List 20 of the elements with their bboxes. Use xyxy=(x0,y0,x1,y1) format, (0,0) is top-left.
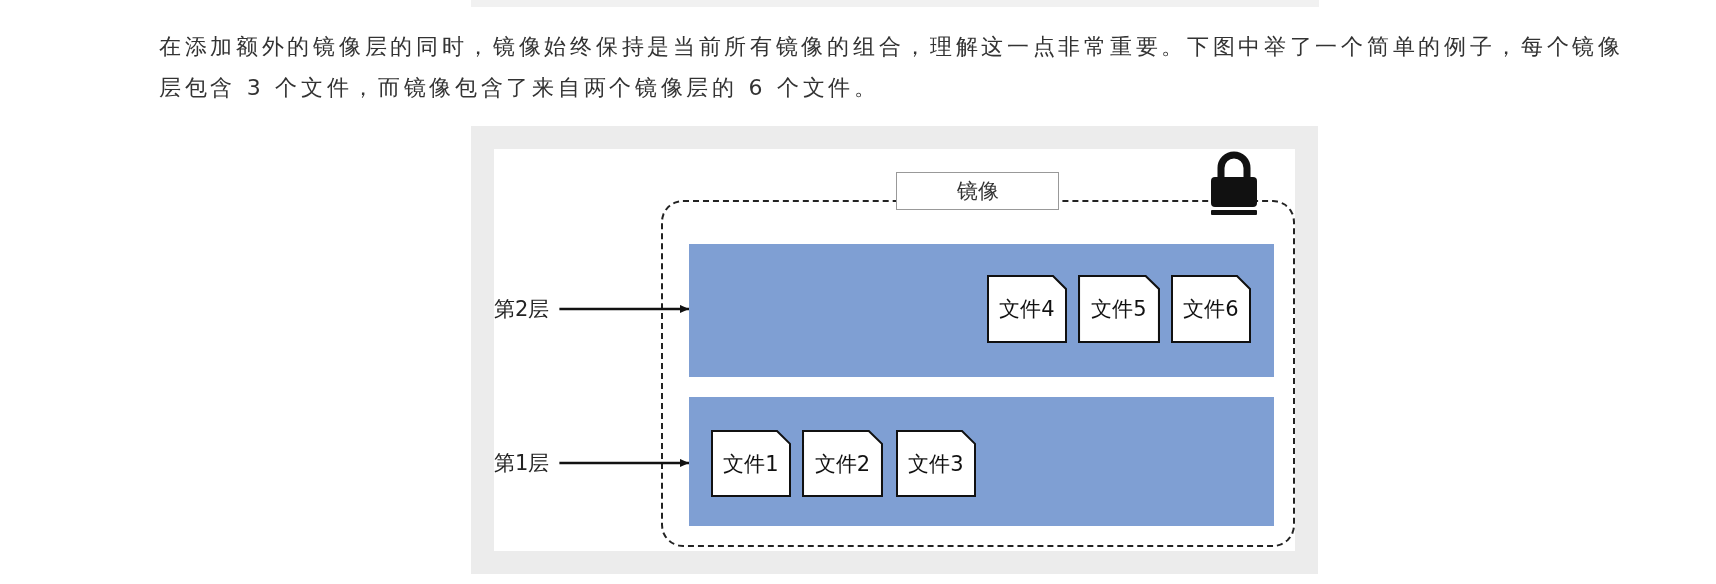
container-title: 镜像 xyxy=(896,172,1059,210)
file-name: 文件2 xyxy=(814,450,871,478)
arrow xyxy=(559,458,689,468)
layer-label: 第2层 xyxy=(494,295,550,323)
file-name: 文件4 xyxy=(999,296,1055,323)
file-name: 文件1 xyxy=(723,450,779,478)
document-shape xyxy=(896,430,976,497)
layer-band xyxy=(689,397,1274,526)
document-shape xyxy=(987,275,1067,343)
document-shape xyxy=(1171,275,1251,343)
layer-label: 第1层 xyxy=(494,449,550,477)
document-shape xyxy=(1078,275,1160,343)
file-name: 文件5 xyxy=(1091,296,1147,323)
document-shape xyxy=(711,430,791,497)
arrow xyxy=(559,304,689,314)
file-name: 文件6 xyxy=(1183,296,1239,323)
paragraph: 在添加额外的镜像层的同时，镜像始终保持是当前所有镜像的组合，理解这一点非常重要。下图中举了一个简单的例子，每个镜像层包含 3 个文件，而镜像包含了来自两个镜像层的 6 个文件。 xyxy=(159,33,1625,102)
layer-band xyxy=(689,244,1274,377)
document-shape xyxy=(802,430,883,497)
file-name: 文件3 xyxy=(908,450,964,478)
